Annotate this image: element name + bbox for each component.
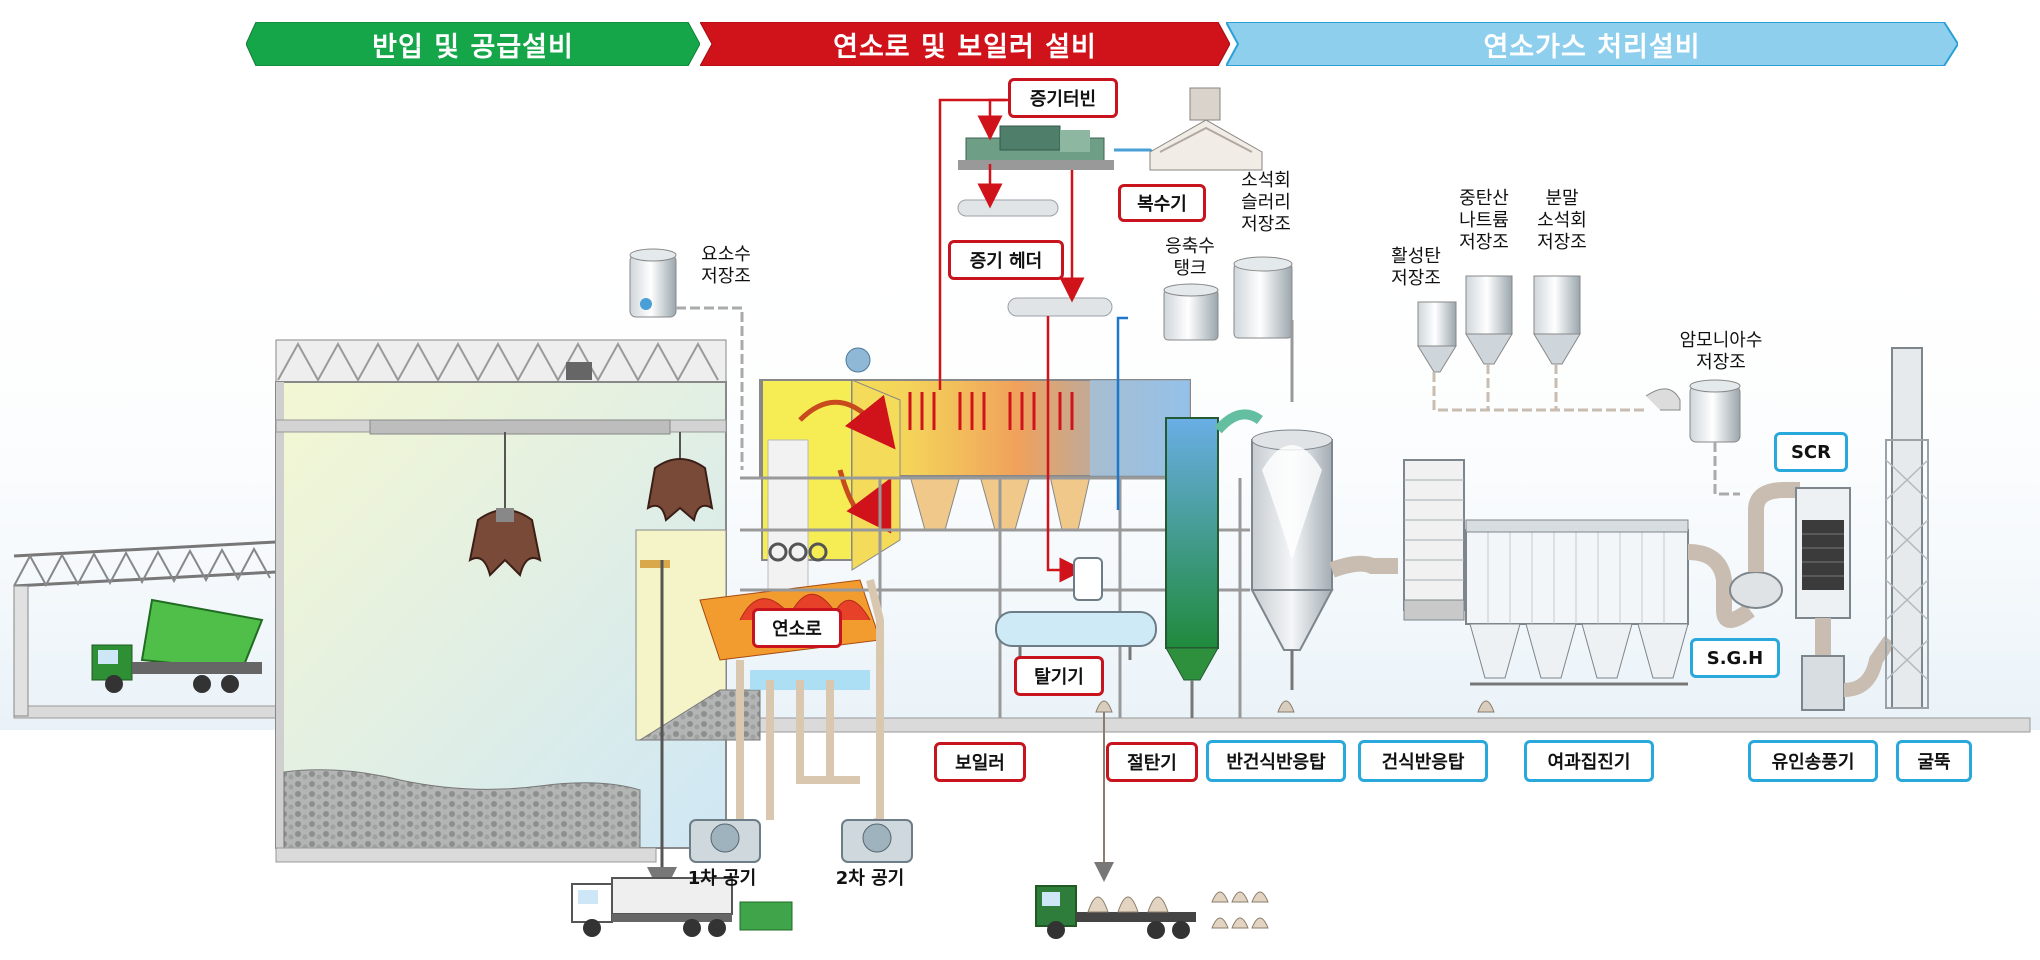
sgh-unit (1729, 482, 1800, 609)
condensate-tank (1116, 283, 1219, 510)
label-economizer: 절탄기 (1106, 742, 1198, 782)
economizer-column (1165, 409, 1263, 718)
lime-powder-silo (1533, 275, 1581, 365)
label-lime-powder-tank: 분말 소석회 저장조 (1537, 188, 1587, 253)
label-semi-dry-reactor: 반건식반응탑 (1206, 740, 1346, 782)
urea-tank (629, 248, 744, 470)
label-sodium-bicarbonate-tank: 중탄산 나트륨 저장조 (1459, 188, 1509, 253)
induced-draft-fan (1801, 635, 1896, 711)
label-id-fan: 유인송풍기 (1748, 740, 1878, 782)
label-urea-tank: 요소수 저장조 (701, 244, 751, 287)
label-boiler: 보일러 (934, 742, 1026, 782)
bottom-ash-truck (571, 877, 793, 937)
label-steam-turbine: 증기터빈 (1008, 78, 1118, 118)
label-activated-carbon-tank: 활성탄 저장조 (1391, 246, 1441, 289)
deaerator-vessel (995, 557, 1157, 660)
sodium-bicarbonate-silo (1465, 275, 1513, 365)
fly-ash-truck (1035, 885, 1269, 939)
scr-reactor (1795, 487, 1851, 656)
label-bag-filter: 여과집진기 (1524, 740, 1654, 782)
label-incinerator: 연소로 (752, 608, 842, 648)
label-lime-slurry-tank: 소석회 슬러리 저장조 (1241, 170, 1291, 235)
ammonia-tank (1689, 379, 1741, 496)
label-condensate-tank: 응축수 탱크 (1165, 236, 1215, 279)
steam-flow-lines (938, 98, 1085, 583)
label-stack: 굴뚝 (1896, 740, 1972, 782)
label-dry-reactor: 건식반응탑 (1358, 740, 1488, 782)
ash-bags-ground (1095, 700, 1495, 713)
stack-chimney (1885, 347, 1929, 709)
conveyor-bridge (13, 540, 277, 717)
condenser-unit (1149, 87, 1263, 171)
label-ammonia-tank: 암모니아수 저장조 (1679, 330, 1763, 373)
primary-air-fan (689, 819, 761, 863)
garbage-truck (91, 598, 264, 693)
feed-hopper (635, 529, 761, 741)
label-sgh: S.G.H (1690, 638, 1780, 678)
label-condenser: 복수기 (1118, 184, 1206, 222)
secondary-air-fan (841, 819, 913, 863)
banner-receiving-supply: 반입 및 공급설비 (246, 22, 700, 66)
label-secondary-air: 2차 공기 (835, 868, 905, 889)
steam-turbine-unit (958, 125, 1161, 170)
banner-flue-gas-treatment: 연소가스 처리설비 (1226, 22, 1958, 66)
label-steam-header: 증기 헤더 (948, 240, 1064, 280)
bag-filter-house (1465, 519, 1755, 686)
label-scr: SCR (1774, 432, 1848, 472)
semi-dry-reactor (1250, 429, 1398, 690)
banner-furnace-boiler: 연소로 및 보일러 설비 (700, 22, 1230, 66)
dry-reactor (1403, 459, 1465, 621)
lime-slurry-tank (1233, 256, 1294, 402)
steam-pipes (957, 199, 1113, 317)
label-deaerator: 탈기기 (1014, 656, 1104, 696)
label-primary-air: 1차 공기 (687, 868, 757, 889)
activated-carbon-silo (1417, 301, 1457, 373)
